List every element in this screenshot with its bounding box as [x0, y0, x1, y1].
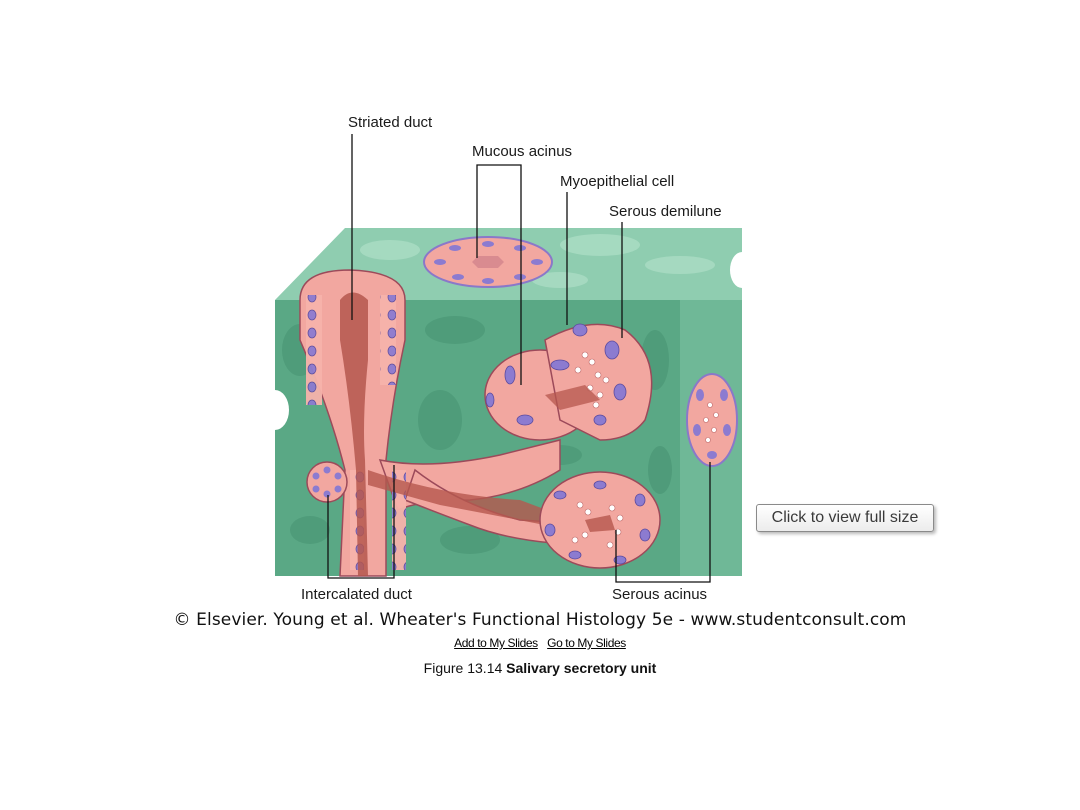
- label-mucous-acinus: Mucous acinus: [472, 143, 572, 160]
- label-serous-demilune: Serous demilune: [609, 203, 722, 220]
- caption-prefix: Figure 13.14: [423, 660, 503, 676]
- section-nuclei: [693, 389, 731, 459]
- caption-title: Salivary secretory unit: [506, 660, 657, 676]
- serous-granules: [703, 402, 719, 443]
- add-to-my-slides-link[interactable]: Add to My Slides: [454, 636, 538, 650]
- label-myoepithelial-cell: Myoepithelial cell: [560, 173, 674, 190]
- serous-granules: [574, 351, 610, 409]
- acinus-nuclei: [544, 480, 651, 565]
- duct-lumen: [340, 292, 368, 576]
- section-lumen: [472, 256, 504, 268]
- leader-mucous-acinus: [476, 164, 522, 385]
- acinus-lumen: [545, 385, 600, 410]
- label-serous-acinus: Serous acinus: [612, 586, 707, 603]
- view-full-size-button[interactable]: Click to view full size: [756, 504, 934, 532]
- acinus-lumen: [585, 515, 615, 532]
- section-nuclei: [312, 466, 342, 498]
- duct-nuclei: [306, 295, 322, 405]
- serous-granules: [571, 501, 624, 549]
- stroma-front-texture: [282, 316, 672, 554]
- section-nuclei: [434, 241, 543, 284]
- label-striated-duct: Striated duct: [348, 114, 433, 131]
- go-to-my-slides-link[interactable]: Go to My Slides: [547, 636, 626, 650]
- serous-demilune-cap: [544, 323, 653, 441]
- notch: [730, 252, 754, 288]
- notch: [261, 390, 289, 430]
- figure-caption: Figure 13.14 Salivary secretory unit: [0, 660, 1080, 676]
- duct-nuclei: [392, 470, 406, 570]
- slide-links: Add to My Slides Go to My Slides: [0, 636, 1080, 650]
- label-intercalated-duct: Intercalated duct: [301, 586, 413, 603]
- copyright-credit: © Elsevier. Young et al. Wheater's Funct…: [173, 610, 907, 630]
- duct-nuclei: [380, 295, 396, 385]
- leader-intercalated-duct: [327, 465, 395, 579]
- leader-serous-acinus: [615, 462, 711, 583]
- acinus-nuclei: [485, 323, 627, 426]
